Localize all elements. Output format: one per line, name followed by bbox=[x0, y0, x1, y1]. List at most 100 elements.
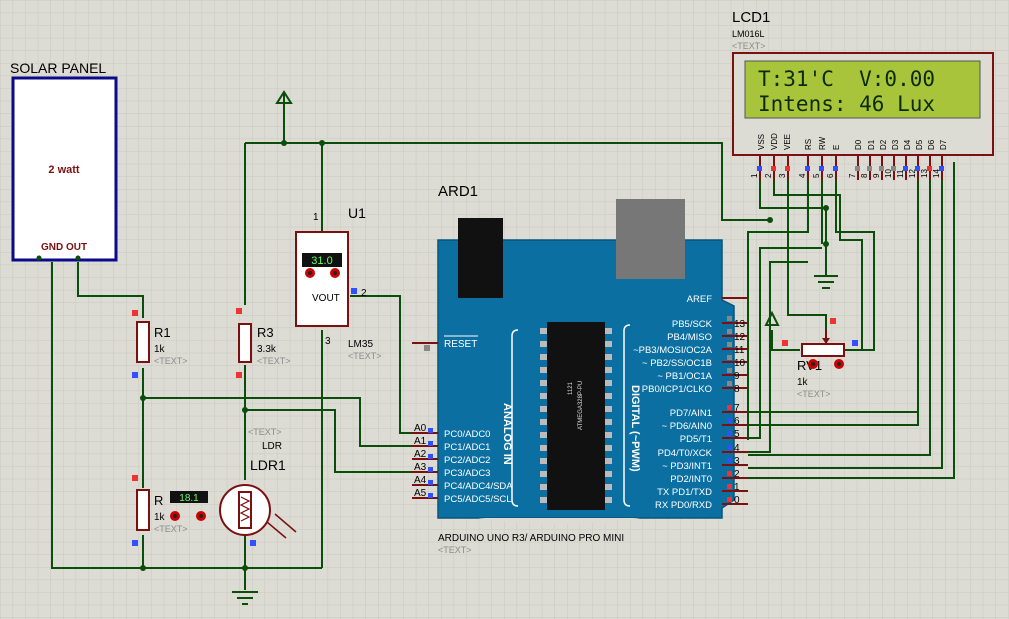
power-terminal-icon bbox=[275, 90, 293, 104]
svg-text:12: 12 bbox=[734, 332, 746, 343]
svg-text:4: 4 bbox=[798, 173, 807, 178]
arduino-text-tag: <TEXT> bbox=[438, 545, 472, 555]
ldr-ref: LDR1 bbox=[250, 457, 286, 473]
svg-text:A0: A0 bbox=[414, 423, 427, 434]
pin-a4[interactable]: A4 PC4/ADC4/SDA bbox=[412, 475, 513, 492]
pin-d6[interactable]: 6 ~ PD6/AIN0 bbox=[662, 416, 748, 432]
pin-a1[interactable]: A1 PC1/ADC1 bbox=[412, 436, 490, 453]
lm35-vout: VOUT bbox=[312, 293, 340, 304]
r2-text-tag: <TEXT> bbox=[154, 524, 188, 534]
svg-text:6: 6 bbox=[734, 416, 740, 427]
lm35-pin2: 2 bbox=[361, 288, 367, 299]
pin-d8[interactable]: 8 PB0/ICP1/CLKO bbox=[642, 381, 748, 395]
svg-text:VEE: VEE bbox=[783, 134, 792, 150]
lcd-line2: Intens: 46 Lux bbox=[758, 92, 935, 116]
pin-d2[interactable]: 2 PD2/INT0 bbox=[670, 469, 748, 485]
pin-d12[interactable]: 12 PB4/MISO bbox=[667, 329, 748, 343]
r1-text-tag: <TEXT> bbox=[154, 356, 188, 366]
svg-text:7: 7 bbox=[848, 173, 857, 178]
pin-a3[interactable]: A3 PC3/ADC3 bbox=[412, 462, 490, 479]
potentiometer-rv1[interactable]: RV1 1k <TEXT> bbox=[782, 318, 858, 399]
power-terminal-icon-rv1 bbox=[764, 310, 780, 326]
svg-text:VDD: VDD bbox=[770, 133, 779, 150]
svg-text:9: 9 bbox=[734, 371, 740, 382]
svg-text:PB0/ICP1/CLKO: PB0/ICP1/CLKO bbox=[642, 384, 712, 395]
digital-pins-top: 13 PB5/SCK 12 PB4/MISO 11 ~PB3/MOSI/OC2A… bbox=[633, 316, 748, 395]
lm35-ref: U1 bbox=[348, 205, 366, 221]
pin-d3[interactable]: 3 ~ PD3/INT1 bbox=[662, 456, 748, 472]
svg-text:2: 2 bbox=[764, 173, 773, 178]
svg-text:14: 14 bbox=[932, 169, 941, 178]
lm35-pin3: 3 bbox=[325, 336, 331, 347]
analog-in-title: ANALOG IN bbox=[501, 403, 513, 465]
svg-text:7: 7 bbox=[734, 403, 740, 414]
r3-ref: R3 bbox=[257, 325, 274, 340]
lcd-model: LM016L bbox=[732, 29, 765, 39]
svg-text:8: 8 bbox=[860, 173, 869, 178]
lcd-display[interactable]: LCD1 LM016L <TEXT> T:31'C V:0.00 Intens:… bbox=[732, 9, 994, 180]
svg-text:~ PD3/INT1: ~ PD3/INT1 bbox=[662, 461, 712, 472]
svg-text:D4: D4 bbox=[903, 139, 912, 150]
lcd-ground-icon bbox=[814, 270, 838, 289]
wires bbox=[51, 103, 955, 590]
pin-d10[interactable]: 10 ~ PB2/SS/OC1B bbox=[642, 355, 748, 369]
ldr-type: LDR bbox=[262, 441, 282, 452]
svg-text:2: 2 bbox=[734, 469, 740, 480]
svg-text:PD7/AIN1: PD7/AIN1 bbox=[670, 408, 712, 419]
svg-text:E: E bbox=[832, 145, 841, 150]
pin-d13[interactable]: 13 PB5/SCK bbox=[672, 316, 748, 330]
svg-text:PD5/T1: PD5/T1 bbox=[680, 434, 712, 445]
pin-d1[interactable]: 1 TX PD1/TXD bbox=[657, 482, 748, 498]
lm35-sensor[interactable]: U1 1 31.0 VOUT 2 3 LM35 <TEXT> bbox=[295, 205, 382, 361]
svg-text:6: 6 bbox=[826, 173, 835, 178]
junctions bbox=[140, 140, 829, 571]
svg-text:11: 11 bbox=[734, 345, 745, 356]
lm35-reading: 31.0 bbox=[311, 255, 332, 267]
svg-text:4: 4 bbox=[734, 443, 740, 454]
arduino-ref: ARD1 bbox=[438, 183, 478, 200]
svg-text:10: 10 bbox=[884, 169, 893, 178]
resistor-r3[interactable]: R3 3.3k <TEXT> bbox=[236, 308, 291, 378]
svg-text:12: 12 bbox=[908, 169, 917, 178]
svg-text:5: 5 bbox=[734, 429, 740, 440]
r2-ref: R bbox=[154, 493, 163, 508]
resistor-r1[interactable]: R1 1k <TEXT> bbox=[132, 310, 188, 378]
svg-text:PC0/ADC0: PC0/ADC0 bbox=[444, 429, 490, 440]
ground-icon bbox=[232, 591, 258, 605]
svg-text:PD4/T0/XCK: PD4/T0/XCK bbox=[658, 448, 713, 459]
pin-d0[interactable]: 0 RX PD0/RXD bbox=[655, 495, 748, 511]
svg-text:A5: A5 bbox=[414, 488, 427, 499]
resistor-r2[interactable]: R 1k <TEXT> bbox=[132, 475, 188, 546]
lcd-line1: T:31'C V:0.00 bbox=[758, 67, 935, 91]
pin-a0[interactable]: A0 PC0/ADC0 bbox=[412, 423, 490, 440]
ldr[interactable]: <TEXT> LDR LDR1 bbox=[219, 427, 297, 546]
solar-panel[interactable]: SOLAR PANEL 2 watt GND OUT bbox=[10, 60, 118, 262]
svg-text:D6: D6 bbox=[927, 139, 936, 150]
r3-text-tag: <TEXT> bbox=[257, 356, 291, 366]
svg-text:PD2/INT0: PD2/INT0 bbox=[670, 474, 712, 485]
svg-text:A4: A4 bbox=[414, 475, 427, 486]
svg-text:VSS: VSS bbox=[757, 134, 766, 150]
arduino-label: ARDUINO UNO R3/ ARDUINO PRO MINI bbox=[438, 533, 624, 544]
svg-text:~ PB1/OC1A: ~ PB1/OC1A bbox=[657, 371, 712, 382]
reset-label: RESET bbox=[444, 339, 477, 350]
svg-text:1: 1 bbox=[750, 173, 759, 178]
arduino-board[interactable]: ARD1 1121 ATMEGA328P-PU ANALOG IN DIGITA… bbox=[412, 183, 748, 555]
svg-text:8: 8 bbox=[734, 384, 740, 395]
pin-a2[interactable]: A2 PC2/ADC2 bbox=[412, 449, 490, 466]
solar-panel-terminals: GND OUT bbox=[41, 242, 87, 253]
pin-d5[interactable]: 5 PD5/T1 bbox=[680, 429, 748, 445]
svg-text:PC5/ADC5/SCL: PC5/ADC5/SCL bbox=[444, 494, 512, 505]
pin-d11[interactable]: 11 ~PB3/MOSI/OC2A bbox=[633, 342, 748, 356]
pin-d4[interactable]: 4 PD4/T0/XCK bbox=[658, 443, 748, 459]
svg-text:D5: D5 bbox=[915, 139, 924, 150]
ldr-text-tag: <TEXT> bbox=[248, 427, 282, 437]
chip-number: 1121 bbox=[568, 381, 574, 395]
voltmeter-reading: 18.1 bbox=[179, 493, 199, 504]
pin-d7[interactable]: 7 PD7/AIN1 bbox=[670, 403, 748, 419]
svg-text:0: 0 bbox=[734, 495, 740, 506]
pin-d9[interactable]: 9 ~ PB1/OC1A bbox=[657, 368, 748, 382]
voltmeter-probe[interactable]: 18.1 bbox=[170, 491, 208, 521]
pin-a5[interactable]: A5 PC5/ADC5/SCL bbox=[412, 488, 512, 505]
